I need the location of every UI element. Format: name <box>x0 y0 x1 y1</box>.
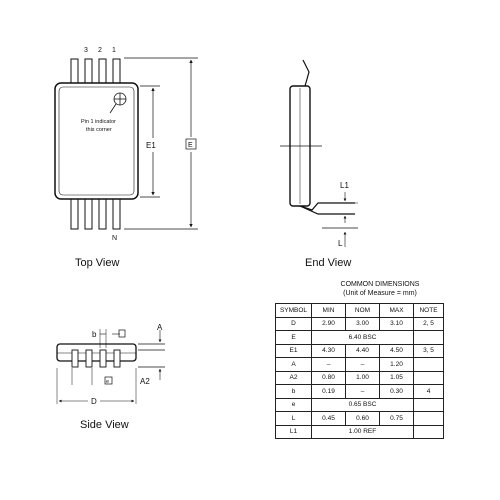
cell-note <box>413 411 444 426</box>
cell-max: 4.50 <box>379 343 414 358</box>
cell-note: 3, 5 <box>413 343 444 358</box>
dim-e1 <box>140 85 160 198</box>
top-leads <box>70 58 121 86</box>
table-row: b 0.19 – 0.30 4 <box>275 384 444 399</box>
side-view <box>56 329 165 404</box>
cell-symbol: E1 <box>275 343 312 358</box>
pin1-note-line1: Pin 1 indicator <box>81 119 116 125</box>
cell-min: 0.45 <box>311 411 346 426</box>
cell-nom: 3.00 <box>345 316 380 331</box>
package-body <box>54 82 139 200</box>
table-row: A2 0.80 1.00 1.05 <box>275 370 444 385</box>
table-row: L1 1.00 REF <box>275 424 444 439</box>
cell-symbol: E <box>275 330 312 345</box>
dimensions-subtitle: (Unit of Measure = mm) <box>343 290 417 297</box>
dim-l-label: L <box>338 239 343 248</box>
dim-e-label: E <box>188 142 193 149</box>
cell-max: 3.10 <box>379 316 414 331</box>
dim-e-pitch-label: e <box>106 379 109 385</box>
cell-min: – <box>311 357 346 372</box>
cell-max: 0.30 <box>379 384 414 399</box>
pin-number-n: N <box>112 235 117 242</box>
cell-note: 2, 5 <box>413 316 444 331</box>
cell-max: 1.20 <box>379 357 414 372</box>
cell-symbol: A <box>275 357 312 372</box>
dim-a2-label: A2 <box>140 377 150 386</box>
cell-symbol: D <box>275 316 312 331</box>
table-row: e 0.65 BSC <box>275 397 444 412</box>
end-view-title: End View <box>305 257 351 269</box>
cell-nom: – <box>345 384 380 399</box>
cell-symbol: b <box>275 384 312 399</box>
cell-min: 4.30 <box>311 343 346 358</box>
table-row: L 0.45 0.60 0.75 <box>275 411 444 426</box>
pin-number-2: 2 <box>98 47 102 54</box>
cell-note: 4 <box>413 384 444 399</box>
pin1-note-line2: this corner <box>86 127 112 133</box>
cell-max: 1.05 <box>379 370 414 385</box>
dim-b-label: b <box>92 330 97 339</box>
cell-span: 1.00 REF <box>311 424 414 439</box>
cell-span: 6.40 BSC <box>311 330 414 345</box>
dim-e <box>124 57 198 230</box>
end-view <box>280 59 358 247</box>
cell-min: 0.80 <box>311 370 346 385</box>
dimensions-table: SYMBOL MIN NOM MAX NOTE D 2.90 3.00 3.10… <box>275 303 444 439</box>
cell-note <box>413 370 444 385</box>
dim-l1-label: L1 <box>340 181 349 190</box>
cell-min: 0.19 <box>311 384 346 399</box>
dim-e1-label: E1 <box>146 141 156 150</box>
cell-nom: 1.00 <box>345 370 380 385</box>
pin1-indicator-icon <box>109 92 127 114</box>
table-row: E1 4.30 4.40 4.50 3, 5 <box>275 343 444 358</box>
cell-max: 0.75 <box>379 411 414 426</box>
cell-note <box>413 397 444 412</box>
dim-d-label: D <box>91 397 97 406</box>
cell-min: 2.90 <box>311 316 346 331</box>
cell-nom: 4.40 <box>345 343 380 358</box>
cell-note <box>413 357 444 372</box>
dim-a-label: A <box>157 323 163 332</box>
header-max: MAX <box>379 303 414 318</box>
table-row: A – – 1.20 <box>275 357 444 372</box>
header-nom: NOM <box>345 303 380 318</box>
header-min: MIN <box>311 303 346 318</box>
table-header-row: SYMBOL MIN NOM MAX NOTE <box>275 303 444 318</box>
top-view: Pin 1 indicator this corner 3 2 1 N E1 E… <box>54 47 198 269</box>
cell-span: 0.65 BSC <box>311 397 414 412</box>
dimensions-caption: COMMON DIMENSIONS (Unit of Measure = mm) <box>300 280 460 298</box>
top-view-title: Top View <box>75 257 119 269</box>
table-row: D 2.90 3.00 3.10 2, 5 <box>275 316 444 331</box>
pin-number-3: 3 <box>84 47 88 54</box>
pin-number-1: 1 <box>112 47 116 54</box>
cell-nom: – <box>345 357 380 372</box>
side-view-title: Side View <box>80 419 129 431</box>
cell-note <box>413 424 444 439</box>
cell-nom: 0.60 <box>345 411 380 426</box>
cell-symbol: e <box>275 397 312 412</box>
table-row: E 6.40 BSC <box>275 330 444 345</box>
cell-note <box>413 330 444 345</box>
header-symbol: SYMBOL <box>275 303 312 318</box>
dimensions-title: COMMON DIMENSIONS <box>340 281 420 288</box>
cell-symbol: L <box>275 411 312 426</box>
cell-symbol: L1 <box>275 424 312 439</box>
bottom-leads <box>70 196 121 230</box>
cell-symbol: A2 <box>275 370 312 385</box>
header-note: NOTE <box>413 303 444 318</box>
